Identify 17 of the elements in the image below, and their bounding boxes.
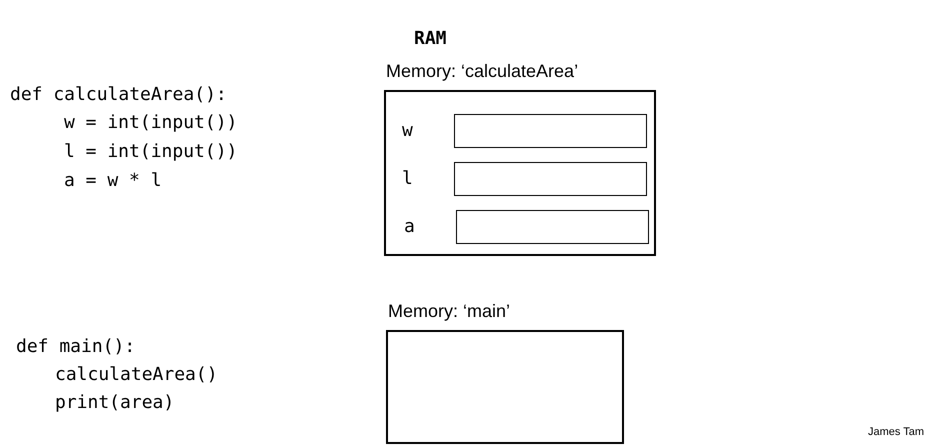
variable-name: w xyxy=(402,120,413,142)
variable-box xyxy=(456,210,649,244)
code-line: w = int(input()) xyxy=(64,112,238,134)
title: RAM xyxy=(414,28,447,50)
variable-box xyxy=(454,162,647,196)
code-line: calculateArea() xyxy=(55,364,218,386)
variable-box xyxy=(454,114,647,148)
code-line: print(area) xyxy=(55,392,174,414)
variable-name: a xyxy=(404,216,415,238)
code-line: def calculateArea(): xyxy=(10,84,227,106)
variable-name: l xyxy=(402,168,413,190)
memory-heading: Memory: ‘main’ xyxy=(388,300,510,322)
code-line: a = w * l xyxy=(64,170,162,192)
code-line: l = int(input()) xyxy=(64,141,238,163)
code-line: def main(): xyxy=(16,336,136,358)
memory-heading: Memory: ‘calculateArea’ xyxy=(386,60,578,82)
author-name: James Tam xyxy=(868,425,924,439)
